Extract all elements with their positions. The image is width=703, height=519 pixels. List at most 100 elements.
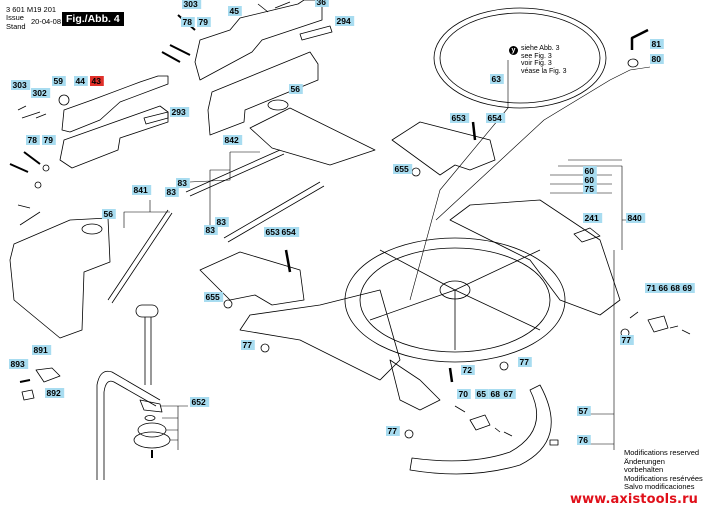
- part-label-60[interactable]: 60: [583, 166, 597, 176]
- part-label-56[interactable]: 56: [102, 209, 116, 219]
- part-label-303[interactable]: 303: [11, 80, 31, 90]
- part-label-bg: [132, 185, 152, 195]
- clamp-foot: [137, 422, 167, 438]
- clamp-assembly-lower: [454, 405, 513, 437]
- screws-lower-left: [17, 204, 41, 226]
- part-label-654[interactable]: 654: [486, 113, 506, 123]
- part-label-44[interactable]: 44: [74, 76, 88, 86]
- part-label-77[interactable]: 77: [386, 426, 400, 436]
- website-link[interactable]: www.axistools.ru: [570, 492, 698, 507]
- part-label-63[interactable]: 63: [490, 74, 504, 84]
- part-label-78[interactable]: 78: [26, 135, 40, 145]
- screw-654-left: [284, 249, 292, 273]
- ring-part-63: [433, 7, 607, 109]
- part-label-bg: [475, 389, 489, 399]
- part-label-bg: [204, 225, 218, 235]
- part-label-77[interactable]: 77: [620, 335, 634, 345]
- part-label-57[interactable]: 57: [577, 406, 591, 416]
- part-label-text: 653: [452, 113, 466, 123]
- part-label-56[interactable]: 56: [289, 84, 303, 94]
- part-label-66[interactable]: 66: [657, 283, 671, 293]
- part-label-81[interactable]: 81: [650, 39, 664, 49]
- part-label-text: 68: [491, 389, 501, 399]
- part-label-text: 60: [585, 166, 595, 176]
- part-label-75[interactable]: 75: [583, 184, 597, 194]
- part-label-bg: [450, 113, 470, 123]
- part-label-text: 81: [652, 39, 662, 49]
- part-label-841[interactable]: 841: [132, 185, 152, 195]
- part-label-68[interactable]: 68: [669, 283, 683, 293]
- part-label-36[interactable]: 36: [315, 0, 329, 7]
- part-label-655[interactable]: 655: [393, 164, 413, 174]
- part-label-72[interactable]: 72: [461, 365, 475, 375]
- part-label-77[interactable]: 77: [241, 340, 255, 350]
- part-label-83[interactable]: 83: [215, 217, 229, 227]
- part-label-83[interactable]: 83: [204, 225, 218, 235]
- fence-part-43: [59, 105, 169, 169]
- nut-80: [627, 58, 639, 68]
- rod-842-lower: [223, 181, 325, 243]
- part-label-842[interactable]: 842: [223, 135, 243, 145]
- part-label-60[interactable]: 60: [583, 175, 597, 185]
- part-label-891[interactable]: 891: [32, 345, 52, 355]
- part-label-653[interactable]: 653: [264, 227, 284, 237]
- part-label-79[interactable]: 79: [42, 135, 56, 145]
- part-label-293[interactable]: 293: [170, 107, 190, 117]
- clip-76: [549, 439, 559, 446]
- part-label-67[interactable]: 67: [502, 389, 516, 399]
- part-label-77[interactable]: 77: [518, 357, 532, 367]
- part-label-45[interactable]: 45: [228, 6, 242, 16]
- part-label-303[interactable]: 303: [182, 0, 202, 9]
- part-label-bg: [577, 406, 591, 416]
- part-label-43[interactable]: 43: [90, 76, 104, 86]
- part-label-840[interactable]: 840: [626, 213, 646, 223]
- part-label-bg: [264, 227, 284, 237]
- part-label-70[interactable]: 70: [457, 389, 471, 399]
- part-label-text: 75: [585, 184, 595, 194]
- part-label-83[interactable]: 83: [165, 187, 179, 197]
- part-label-83[interactable]: 83: [176, 178, 190, 188]
- part-label-80[interactable]: 80: [650, 54, 664, 64]
- plate-upper: [249, 107, 376, 166]
- modification-line: Änderungen vorbehalten: [624, 456, 665, 474]
- part-label-text: 654: [282, 227, 296, 237]
- part-label-text: 83: [178, 178, 188, 188]
- part-label-69[interactable]: 69: [681, 283, 695, 293]
- leader-57-76: [590, 250, 615, 450]
- part-label-892[interactable]: 892: [45, 388, 65, 398]
- part-label-bg: [577, 435, 591, 445]
- part-label-76[interactable]: 76: [577, 435, 591, 445]
- part-label-text: 891: [34, 345, 48, 355]
- part-label-text: 892: [47, 388, 61, 398]
- part-label-241[interactable]: 241: [583, 213, 603, 223]
- part-label-bg: [170, 107, 190, 117]
- washer-302: [35, 113, 47, 119]
- part-label-893[interactable]: 893: [9, 359, 29, 369]
- part-label-652[interactable]: 652: [190, 397, 210, 407]
- part-label-68[interactable]: 68: [489, 389, 503, 399]
- part-label-bg: [182, 0, 202, 9]
- part-label-294[interactable]: 294: [335, 16, 355, 26]
- part-label-bg: [386, 426, 400, 436]
- part-label-654[interactable]: 654: [280, 227, 300, 237]
- part-label-653[interactable]: 653: [450, 113, 470, 123]
- part-label-bg: [181, 17, 195, 27]
- part-label-71[interactable]: 71: [645, 283, 659, 293]
- part-label-78[interactable]: 78: [181, 17, 195, 27]
- part-label-302[interactable]: 302: [31, 88, 51, 98]
- part-label-655[interactable]: 655: [204, 292, 224, 302]
- table-insert-653-right: [391, 121, 496, 176]
- part-label-bg: [90, 76, 104, 86]
- washer-652: [144, 415, 156, 421]
- part-label-bg: [52, 76, 66, 86]
- issue-label: Issue Stand: [6, 13, 26, 31]
- part-label-59[interactable]: 59: [52, 76, 66, 86]
- part-label-79[interactable]: 79: [197, 17, 211, 27]
- part-label-text: 77: [243, 340, 253, 350]
- part-label-text: 36: [317, 0, 327, 7]
- part-label-65[interactable]: 65: [475, 389, 489, 399]
- reference-line: see Fig. 3: [521, 52, 552, 60]
- part-label-bg: [620, 335, 634, 345]
